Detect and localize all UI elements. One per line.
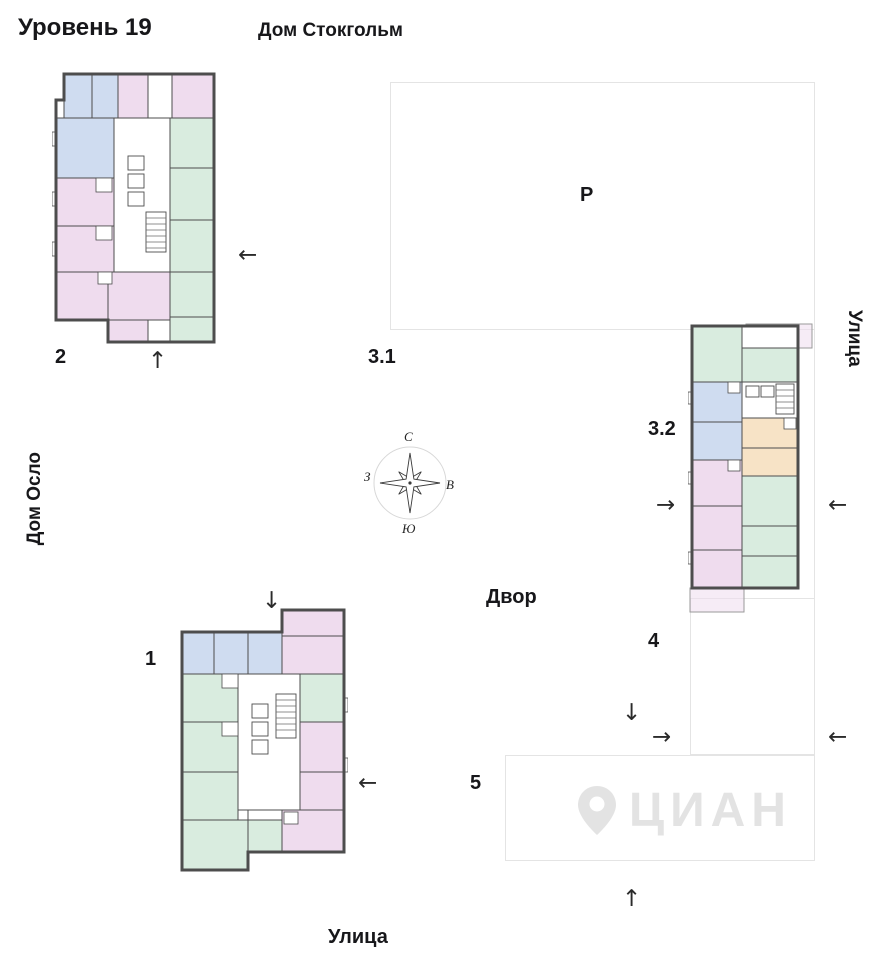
arrow-down-building1-icon: ↓ [262,588,282,614]
area-5 [505,755,815,861]
area-5-label: 5 [470,772,482,794]
building-2-label: 2 [55,346,67,368]
house-label-stockholm: Дом Стокгольм [258,20,403,41]
compass [372,445,448,521]
compass-north-label: С [404,429,413,444]
compass-west-label: З [364,469,371,484]
arrow-right-area4-icon: → [652,724,672,750]
building-3-2-floorplan-drawing [688,323,813,613]
watermark: ЦИАН [575,785,792,837]
building-1-label: 1 [145,648,157,670]
arrow-down-area4-icon: ↓ [622,700,642,726]
arrow-up-building2-icon: ↑ [148,348,168,374]
page-title: Уровень 19 [18,14,152,41]
building-3-1-label: 3.1 [368,346,396,368]
brand-pin-icon [578,786,616,835]
area-3-2-boundary [814,330,815,600]
watermark-text: ЦИАН [629,784,792,837]
street-label-right: Улица [843,310,865,367]
compass-south-label: Ю [402,521,416,536]
building-2-floorplan-drawing [52,72,216,344]
arrow-right-building32-icon: → [656,492,676,518]
street-label-bottom: Улица [328,926,388,948]
arrow-left-building1-icon: ← [358,770,378,796]
area-4 [690,598,815,755]
arrow-left-building32-icon: ← [828,492,848,518]
arrow-left-building2-icon: ← [238,242,258,268]
building-1-floorplan[interactable] [178,608,348,874]
arrow-left-area5-icon: ← [828,724,848,750]
building-1-floorplan-drawing [180,608,348,872]
parking-area [390,82,815,330]
parking-label: Р [580,184,594,206]
building-2-floorplan[interactable] [52,72,220,346]
courtyard-label: Двор [486,586,537,608]
house-label-oslo: Дом Осло [24,452,45,546]
arrow-up-street-icon: ↑ [622,886,642,912]
compass-rose-icon [373,446,447,520]
building-3-2-label: 3.2 [648,418,676,440]
area-4-label: 4 [648,630,660,652]
building-3-2-floorplan[interactable] [688,322,814,614]
compass-east-label: В [446,477,454,492]
